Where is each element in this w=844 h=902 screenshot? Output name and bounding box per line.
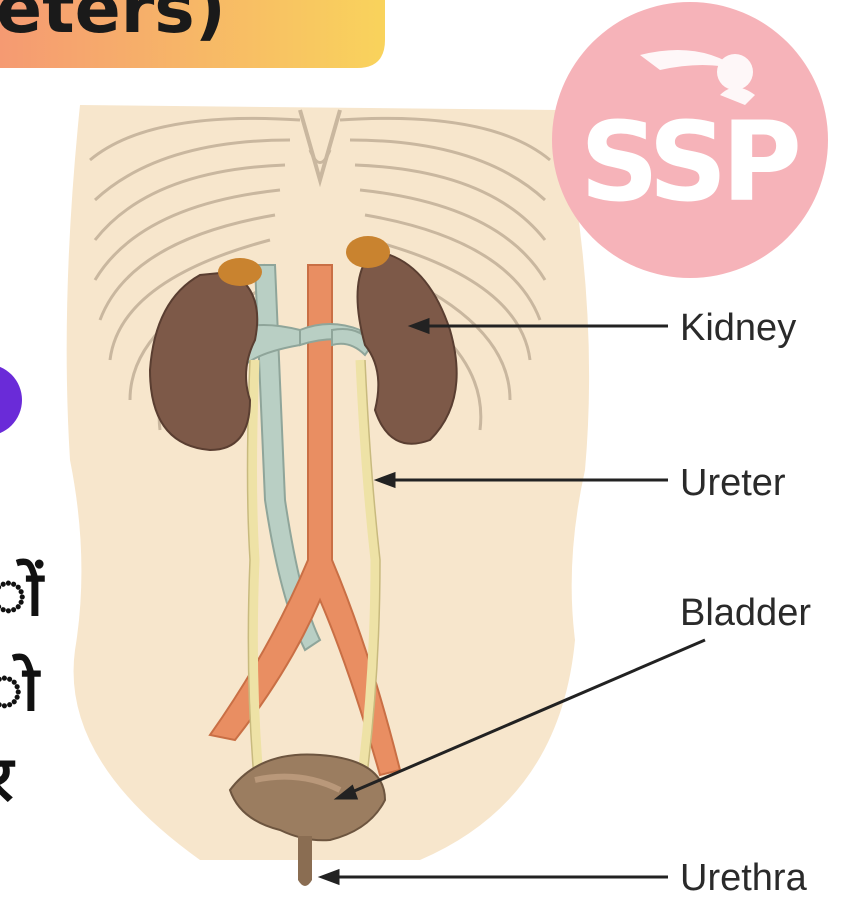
purple-dot — [0, 364, 22, 436]
side-hindi-text: ों ो र — [0, 557, 45, 815]
bladder — [230, 754, 385, 886]
logo-text: SSP — [580, 98, 799, 226]
banner-text: eters) — [0, 0, 226, 49]
side-text-line-3: र — [0, 742, 16, 815]
left-adrenal — [218, 258, 262, 286]
urethra-tube — [298, 836, 312, 886]
label-urethra: Urethra — [680, 857, 808, 899]
right-adrenal — [346, 236, 390, 268]
label-ureter: Ureter — [680, 462, 786, 504]
side-text-line-1: ों — [0, 557, 45, 630]
label-kidney: Kidney — [680, 307, 796, 349]
side-text-line-2: ो — [0, 652, 41, 725]
title-banner: eters) — [0, 0, 385, 68]
label-bladder: Bladder — [680, 592, 811, 634]
ssp-logo: SSP — [552, 2, 828, 278]
